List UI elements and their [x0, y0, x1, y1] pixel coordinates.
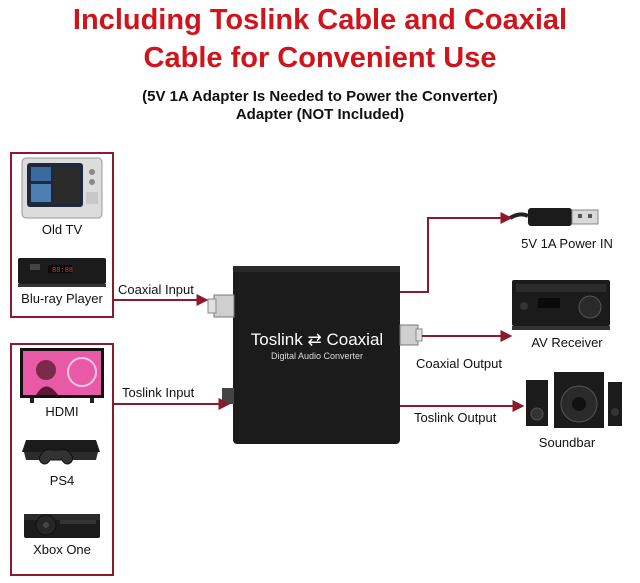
converter-device — [207, 266, 423, 444]
subtitle-line-1: (5V 1A Adapter Is Needed to Power the Co… — [142, 88, 498, 105]
subtitle-line-2: Adapter (NOT Included) — [235, 106, 405, 123]
ps4-console-icon — [22, 440, 100, 465]
svg-text:88:88: 88:88 — [52, 267, 73, 275]
av-receiver-icon — [512, 280, 610, 330]
converter-name-right: Coaxial — [326, 330, 384, 349]
usb-cable-icon — [508, 208, 599, 226]
toslink-input-label: Toslink Input — [122, 385, 195, 400]
device-label-power-in: 5V 1A Power IN — [521, 236, 613, 251]
device-label-old-tv: Old TV — [41, 222, 83, 237]
toslink-output-label: Toslink Output — [414, 410, 497, 425]
tv-icon — [20, 348, 104, 403]
crt-tv-icon — [21, 157, 103, 219]
device-label-hdmi: HDMI — [45, 404, 79, 419]
coaxial-input-label: Coaxial Input — [118, 282, 194, 297]
device-label-bluray: Blu-ray Player — [21, 291, 103, 306]
coaxial-output-label: Coaxial Output — [416, 356, 502, 371]
device-label-av-receiver: AV Receiver — [531, 335, 603, 350]
converter-name: Toslink ⇄ Coaxial — [242, 330, 392, 350]
device-label-xbox: Xbox One — [33, 542, 91, 557]
converter-swap-glyph: ⇄ — [307, 330, 322, 349]
xbox-console-icon — [24, 514, 100, 538]
title-line-1: Including Toslink Cable and Coaxial — [72, 4, 568, 36]
converter-tagline: Digital Audio Converter — [270, 351, 364, 361]
power-in-arrow — [400, 212, 513, 293]
device-label-soundbar: Soundbar — [538, 435, 596, 450]
speaker-icon — [526, 372, 622, 428]
title-line-2: Cable for Convenient Use — [143, 42, 497, 74]
device-label-ps4: PS4 — [49, 473, 75, 488]
bluray-player-icon: 88:88 — [18, 258, 106, 287]
converter-name-left: Toslink — [250, 330, 303, 349]
